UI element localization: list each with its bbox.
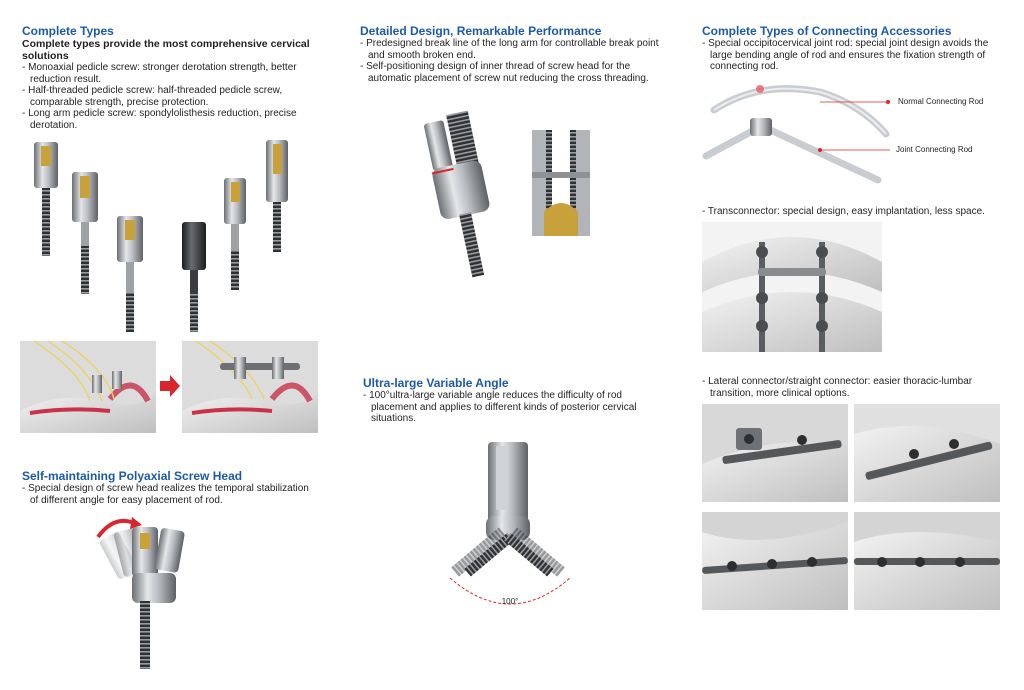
variable-angle-screw-image: 100°: [449, 442, 571, 606]
complete-types-title: Complete Types: [22, 24, 114, 38]
rotate-arrow-icon: [130, 517, 142, 529]
bullet-occipitocervical: - Special occipitocervical joint rod: sp…: [702, 38, 989, 72]
polyaxial-screw-head-image: [96, 517, 185, 669]
variable-angle-section: Ultra-large Variable Angle - 100°ultra-l…: [363, 376, 653, 425]
connecting-rods-image: [702, 85, 890, 184]
detailed-design-section: Detailed Design, Remarkable Performance …: [360, 24, 660, 84]
bullet-long-arm: - Long arm pedicle screw: spondylolisthe…: [22, 108, 297, 131]
joint-rod-label: Joint Connecting Rod: [896, 145, 973, 154]
bullet-screw-head: - Special design of screw head realizes …: [22, 483, 309, 506]
complete-types-subtitle: Complete types provide the most comprehe…: [22, 38, 310, 62]
angle-label: 100°: [502, 597, 519, 606]
bullet-variable-angle: - 100°ultra-large variable angle reduces…: [363, 390, 637, 424]
bullet-monoaxial: - Monoaxial pedicle screw: stronger dero…: [22, 62, 297, 85]
lateral-connector-images: [702, 404, 1000, 610]
self-maintaining-section: Self-maintaining Polyaxial Screw Head - …: [22, 469, 312, 506]
transconnector-text-block: - Transconnector: special design, easy i…: [702, 206, 1002, 218]
lateral-connector-text-block: - Lateral connector/straight connector: …: [702, 376, 1002, 399]
complete-types-section: Complete Types Complete types provide th…: [22, 24, 322, 131]
pedicle-screws-image: [34, 140, 288, 332]
bullet-transconnector: - Transconnector: special design, easy i…: [702, 206, 985, 217]
rod-placement-illustration: [20, 340, 318, 433]
bullet-half-threaded: - Half-threaded pedicle screw: half-thre…: [22, 85, 283, 108]
transconnector-image: [702, 222, 882, 352]
variable-angle-title: Ultra-large Variable Angle: [363, 376, 509, 390]
bullet-lateral-connector: - Lateral connector/straight connector: …: [702, 376, 973, 399]
arrow-right-icon: [160, 375, 180, 397]
bullet-break-line: - Predesigned break line of the long arm…: [360, 38, 659, 61]
long-arm-screw-image: [424, 110, 490, 278]
accessories-title: Complete Types of Connecting Accessories: [702, 24, 952, 38]
detailed-design-title: Detailed Design, Remarkable Performance: [360, 24, 602, 38]
self-maintaining-title: Self-maintaining Polyaxial Screw Head: [22, 469, 243, 483]
normal-rod-label: Normal Connecting Rod: [898, 97, 984, 106]
screw-head-cross-section-image: [530, 128, 592, 238]
bullet-inner-thread: - Self-positioning design of inner threa…: [360, 61, 649, 84]
accessories-section: Complete Types of Connecting Accessories…: [702, 24, 1002, 73]
